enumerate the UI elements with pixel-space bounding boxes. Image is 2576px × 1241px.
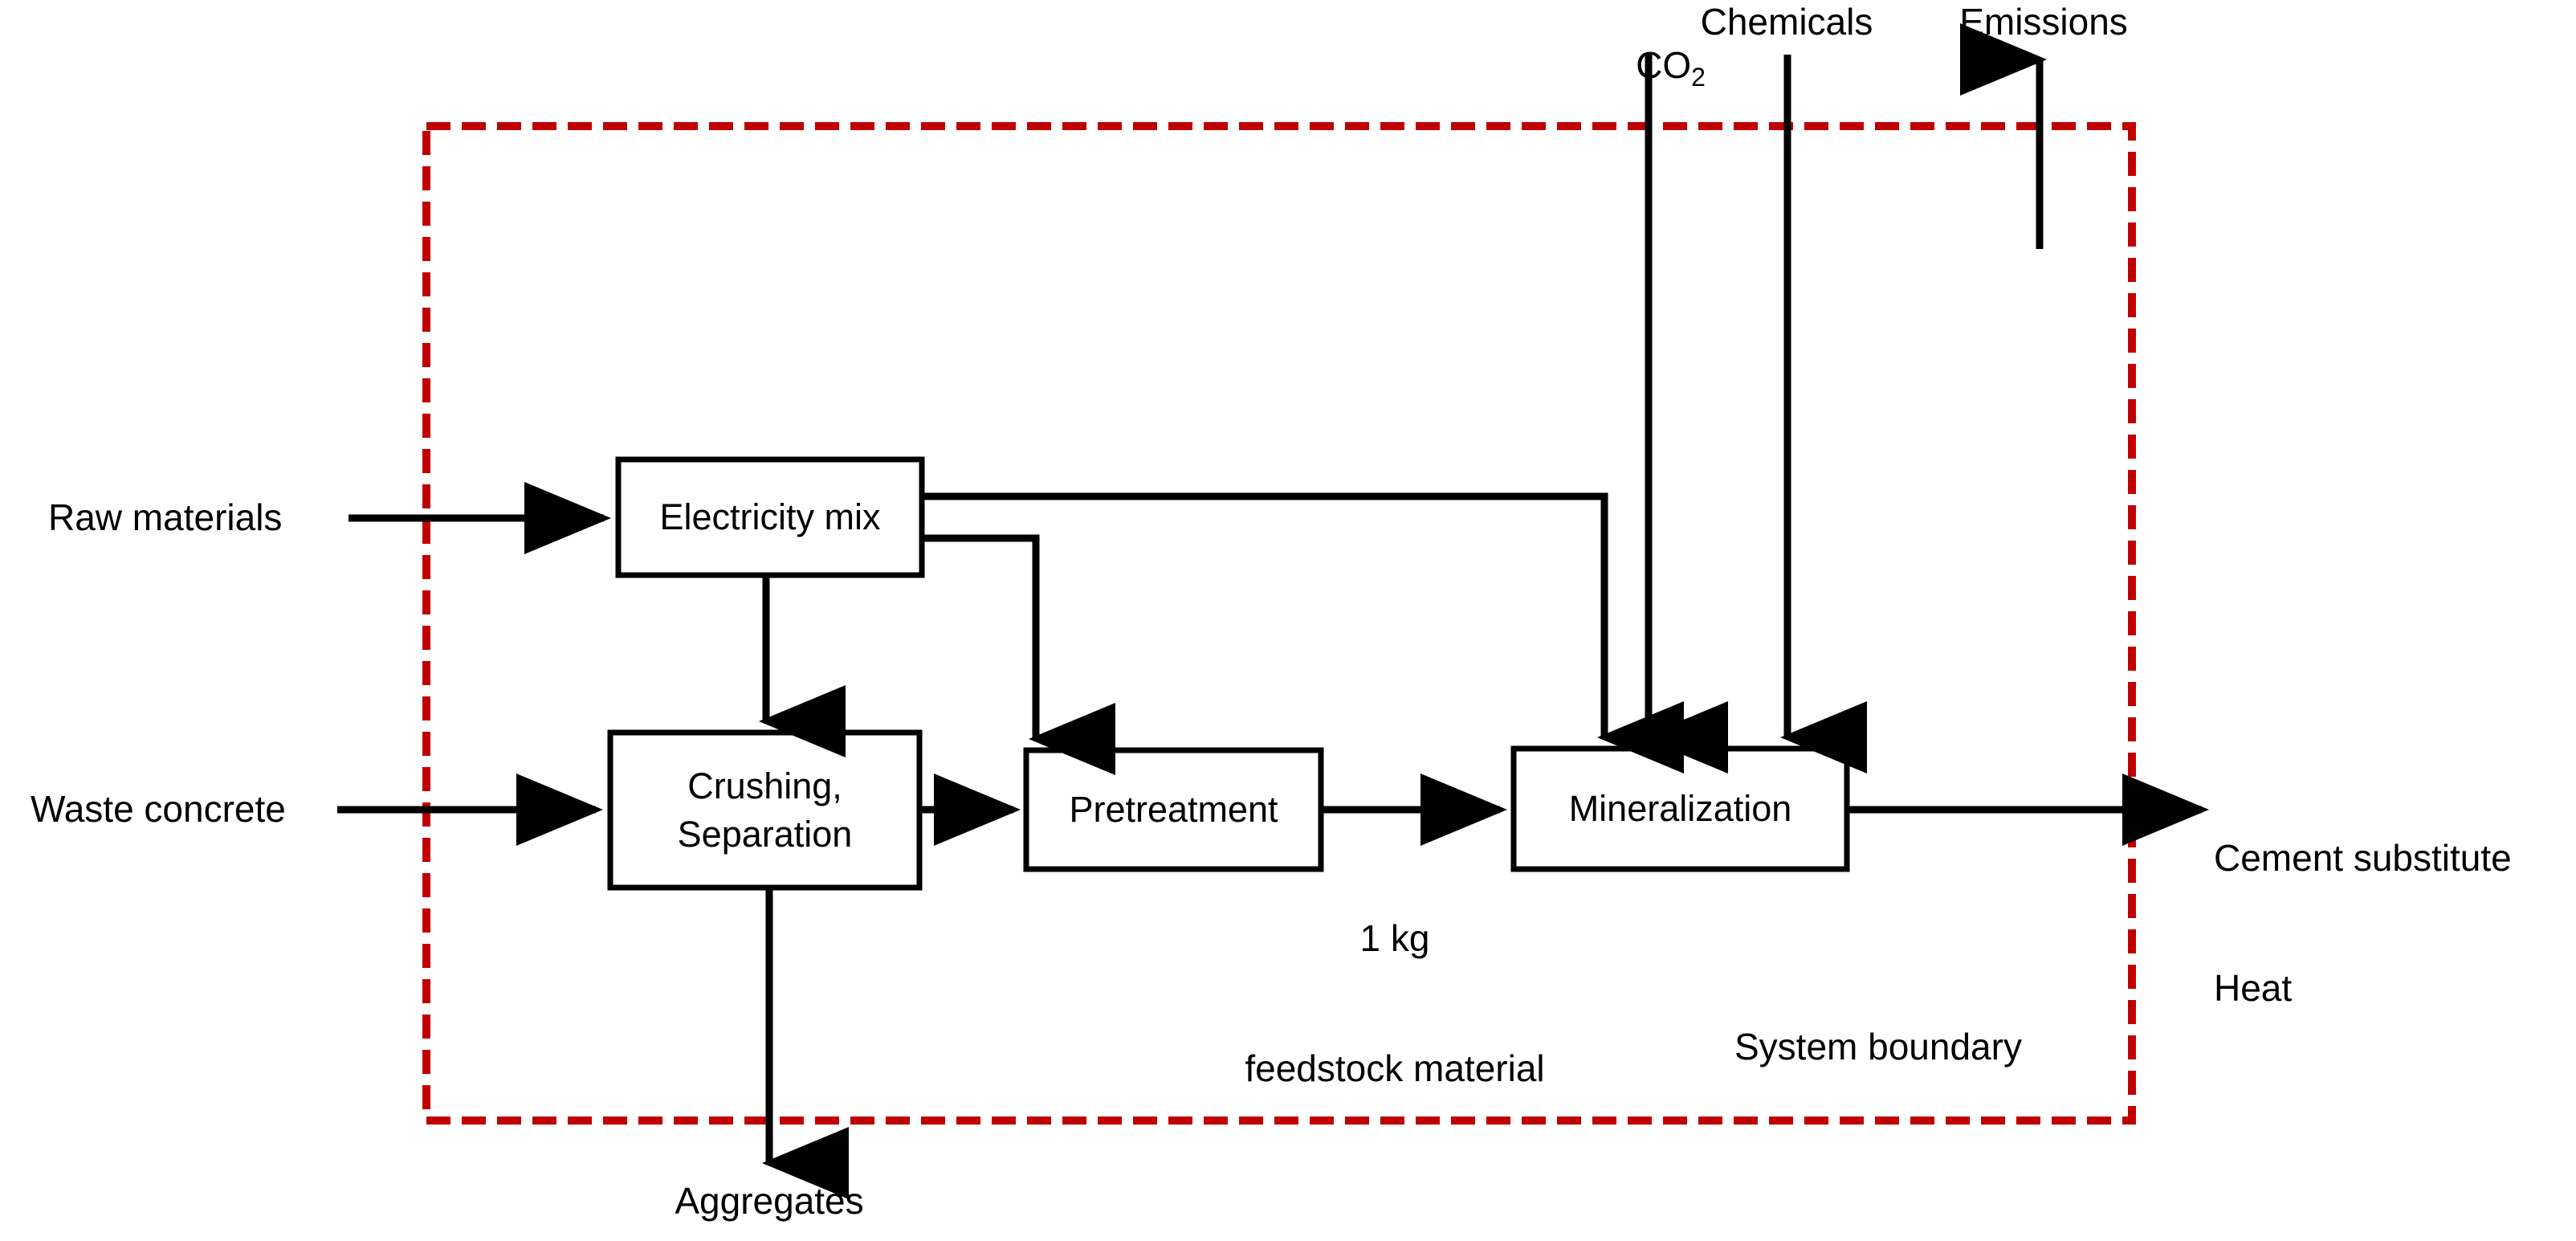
label-waste-concrete: Waste concrete (31, 788, 286, 830)
label-aggregates: Aggregates (675, 1180, 864, 1222)
label-chemicals: Chemicals (1700, 1, 1873, 43)
label-emissions: Emissions (1959, 1, 2128, 43)
label-cement-substitute: Cement substitute (2214, 836, 2512, 879)
label-outputs-right: Cement substitute Heat (2214, 749, 2512, 1097)
annotation-feedstock-quantity: 1 kg feedstock material (1245, 916, 1545, 1090)
co2-subscript: 2 (1691, 63, 1706, 92)
process-box-electricity-mix (615, 456, 925, 578)
label-raw-materials: Raw materials (48, 496, 283, 538)
process-box-crushing-separation (607, 729, 923, 891)
system-boundary-rect (422, 122, 2136, 1125)
flow-arrow-electricity-to-mineralization (922, 492, 1684, 774)
flow-arrow-electricity-to-pretreatment (922, 534, 1115, 775)
label-co2: CO2 (1636, 44, 1706, 92)
label-heat: Heat (2214, 967, 2293, 1010)
label-system-boundary: System boundary (1734, 1026, 2022, 1068)
